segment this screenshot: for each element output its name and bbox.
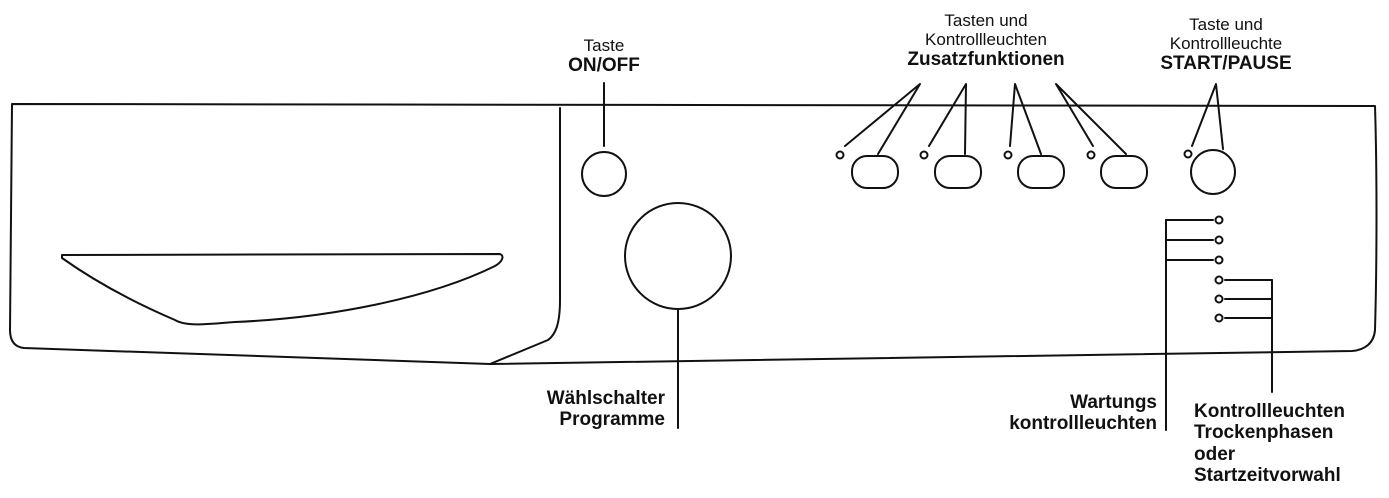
maintenance-light-3 [1214,255,1224,265]
label-start-pause: Taste und Kontrollleuchte START/PAUSE [1160,15,1291,74]
label-on-off-line1: Taste [583,36,625,55]
label-on-off: Taste ON/OFF [568,36,640,76]
label-zusatz-line2: Kontrollleuchten [925,30,1047,50]
drawer-handle [61,253,504,326]
option-button-4[interactable] [1100,155,1148,189]
label-wartung: Wartungs kontrollleuchten [1009,392,1157,435]
maintenance-light-2 [1214,235,1224,245]
option-button-3[interactable] [1017,155,1065,189]
drying-light-2 [1214,294,1224,304]
panel-outline [9,103,1378,365]
label-start-line2: Kontrollleuchte [1169,34,1283,54]
label-wartung-line1: Wartungs [1070,392,1157,413]
option-light-1 [835,150,845,160]
option-button-1[interactable] [851,155,899,189]
label-trocken-line4: Startzeitvorwahl [1194,464,1341,486]
label-programme-line2: Programme [559,409,665,431]
option-light-3 [1003,150,1013,160]
label-programme-line1: Wählschalter [546,388,665,409]
label-trocken-line1: Kontrollleuchten [1194,401,1345,422]
label-wartung-line2: kontrollleuchten [1009,413,1157,435]
label-zusatz-line3: Zusatzfunktionen [907,49,1065,71]
leader-start-pause [1191,83,1224,150]
start-pause-button[interactable] [1190,149,1236,195]
label-start-line1: Taste und [1189,15,1263,34]
option-light-2 [919,150,929,160]
leader-zusatz-3 [1009,83,1042,155]
label-programme: Wählschalter Programme [547,388,665,431]
label-trocken-line2: Trockenphasen [1194,422,1334,444]
leader-zusatz-1 [844,83,921,155]
drawer-divider [489,107,561,365]
label-trocken: Kontrollleuchten Trockenphasen oder Star… [1194,401,1345,486]
label-trocken-line3: oder [1194,443,1236,465]
start-pause-light [1183,149,1193,159]
option-light-4 [1086,150,1096,160]
label-start-line3: START/PAUSE [1160,53,1292,75]
maintenance-light-1 [1214,215,1224,225]
option-button-2[interactable] [934,155,982,189]
program-selector-knob[interactable] [624,202,732,310]
leader-zusatz-2 [928,83,967,155]
on-off-button[interactable] [581,151,627,197]
label-zusatzfunktionen: Tasten und Kontrollleuchten Zusatzfunkti… [907,11,1064,70]
leader-zusatz-4 [1055,83,1127,155]
drying-light-3 [1214,313,1224,323]
label-zusatz-line1: Tasten und [944,11,1028,30]
label-on-off-line2: ON/OFF [568,55,640,77]
drying-light-1 [1214,275,1224,285]
